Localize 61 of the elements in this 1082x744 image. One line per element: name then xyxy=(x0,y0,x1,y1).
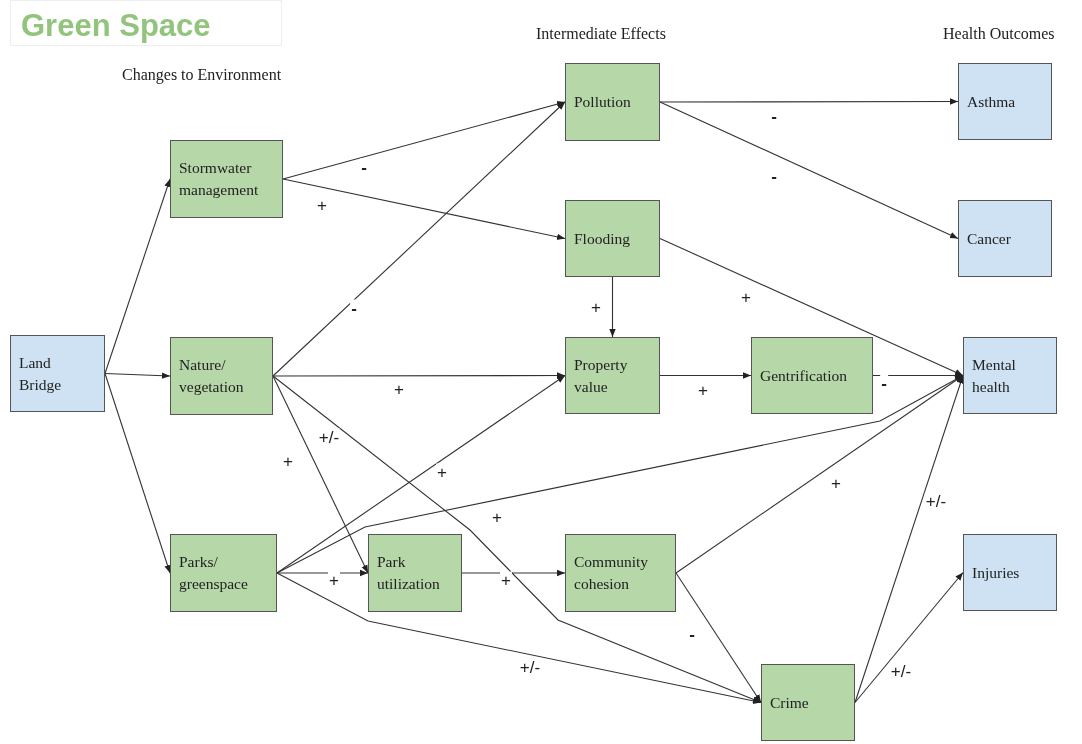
arrow xyxy=(282,178,566,240)
node-label: Flooding xyxy=(574,228,630,249)
process-box xyxy=(761,664,855,741)
arrow xyxy=(854,374,964,704)
node-label: Pollution xyxy=(574,92,631,113)
arrow xyxy=(461,569,566,577)
arrow xyxy=(675,572,762,704)
node-label: Parks/ greenspace xyxy=(179,552,249,594)
arrow xyxy=(659,237,964,377)
edge-label: +/- xyxy=(924,492,948,510)
arrow xyxy=(282,101,566,180)
node-label: Park utilization xyxy=(377,552,441,594)
process-box xyxy=(10,335,105,412)
diagram-title: Green Space xyxy=(10,0,282,46)
process-box xyxy=(170,534,277,612)
node-label: Nature/ vegetation xyxy=(179,355,245,397)
node-label: Property value xyxy=(574,354,629,397)
node-label: Stormwater management xyxy=(179,158,260,200)
process-box xyxy=(565,337,660,414)
arrow xyxy=(659,101,959,240)
process-box xyxy=(958,63,1052,140)
arrow xyxy=(872,372,964,379)
node-label: Injuries xyxy=(972,562,1020,583)
node-label: Crime xyxy=(770,692,809,713)
edge-label: +/- xyxy=(889,662,913,680)
arrow xyxy=(609,276,616,338)
arrow xyxy=(272,375,762,704)
arrow xyxy=(104,372,171,379)
column-heading: Changes to Environment xyxy=(122,66,282,84)
process-box xyxy=(170,140,283,218)
process-box xyxy=(565,63,660,141)
arrow xyxy=(854,571,964,704)
process-box xyxy=(368,534,462,612)
arrow xyxy=(276,572,762,704)
arrow xyxy=(659,372,752,379)
column-heading: Health Outcomes xyxy=(943,25,1055,43)
arrow xyxy=(272,372,566,379)
process-box xyxy=(958,200,1052,277)
arrow xyxy=(272,375,369,574)
edge-label: +/- xyxy=(317,428,341,446)
arrow xyxy=(659,98,959,105)
arrow xyxy=(276,374,566,574)
node-label: Mental health xyxy=(972,354,1017,397)
arrow xyxy=(104,178,171,375)
arrow xyxy=(272,101,566,377)
process-box xyxy=(963,534,1057,611)
arrow xyxy=(675,374,964,574)
node-label: Gentrification xyxy=(760,365,847,386)
process-box xyxy=(751,337,873,414)
node-label: Asthma xyxy=(967,91,1016,112)
node-label: Land Bridge xyxy=(19,352,63,395)
process-box xyxy=(565,534,676,612)
node-label: Cancer xyxy=(967,228,1011,249)
column-heading: Intermediate Effects xyxy=(536,25,666,43)
edge-label: +/- xyxy=(518,658,542,676)
arrow xyxy=(276,569,369,577)
node-label: Community cohesion xyxy=(574,552,650,594)
process-box xyxy=(565,200,660,277)
arrow xyxy=(104,372,171,574)
process-box xyxy=(170,337,273,415)
process-box xyxy=(963,337,1057,414)
